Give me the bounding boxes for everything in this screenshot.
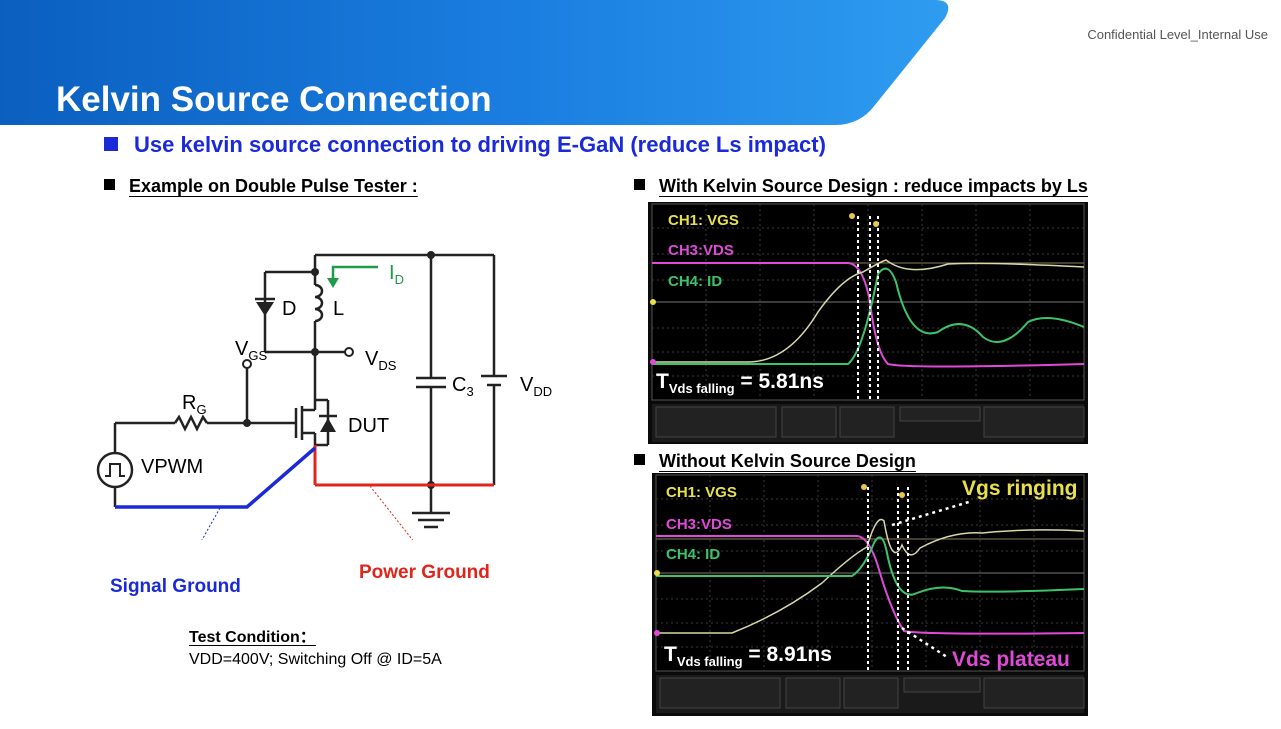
bottom-ch4-label: CH4: ID bbox=[666, 546, 721, 563]
top-ch3-label: CH3:VDS bbox=[668, 242, 734, 259]
label-vds: VDS bbox=[365, 348, 397, 373]
left-heading-text: Example on Double Pulse Tester : bbox=[129, 176, 418, 196]
test-condition: Test Condition： VDD=400V; Switching Off … bbox=[189, 627, 442, 671]
power-ground-label: Power Ground bbox=[359, 562, 490, 583]
bullet-square-icon bbox=[104, 179, 115, 190]
label-vdd: VDD bbox=[520, 374, 553, 399]
annotation-vds-plateau: Vds plateau bbox=[952, 648, 1070, 671]
bottom-ch1-label: CH1: VGS bbox=[666, 484, 737, 501]
confidential-label: Confidential Level_Internal Use bbox=[1087, 27, 1268, 42]
bullet-square-icon bbox=[104, 137, 118, 151]
label-rg: RG bbox=[182, 392, 207, 417]
pulse-source-icon bbox=[96, 451, 134, 489]
label-c3: C3 bbox=[452, 374, 474, 399]
bottom-scope-heading: Without Kelvin Source Design bbox=[634, 451, 916, 472]
bullet-square-icon bbox=[634, 179, 645, 190]
top-t-vds-falling: TVds falling = 5.81ns bbox=[656, 370, 824, 397]
bullet-square-icon bbox=[634, 454, 645, 465]
top-scope-heading-text: With Kelvin Source Design : reduce impac… bbox=[659, 176, 1088, 196]
bottom-scope-heading-text: Without Kelvin Source Design bbox=[659, 451, 916, 471]
scope-top: CH1: VGS CH3:VDS CH4: ID TVds falling = … bbox=[648, 202, 1088, 444]
page-title: Kelvin Source Connection bbox=[56, 80, 492, 119]
test-condition-title: Test Condition： bbox=[189, 629, 316, 646]
top-ch4-label: CH4: ID bbox=[668, 273, 723, 290]
title-banner bbox=[0, 0, 949, 125]
label-vgs: VGS bbox=[235, 338, 268, 363]
label-dut: DUT bbox=[348, 415, 390, 437]
main-bullet: Use kelvin source connection to driving … bbox=[104, 132, 826, 158]
bottom-ch3-label: CH3:VDS bbox=[666, 516, 732, 533]
top-scope-heading: With Kelvin Source Design : reduce impac… bbox=[634, 176, 1088, 197]
main-bullet-text: Use kelvin source connection to driving … bbox=[134, 132, 826, 157]
body-diode-icon bbox=[320, 418, 336, 432]
double-pulse-circuit bbox=[96, 251, 507, 540]
annotation-vgs-ringing: Vgs ringing bbox=[962, 477, 1078, 500]
label-diode: D bbox=[282, 298, 297, 320]
test-condition-text: VDD=400V; Switching Off @ ID=5A bbox=[189, 651, 442, 668]
diode-icon bbox=[256, 302, 274, 316]
scope-bottom: CH1: VGS CH3:VDS CH4: ID TVds falling = … bbox=[652, 473, 1088, 716]
label-id: ID bbox=[389, 262, 404, 287]
top-ch1-label: CH1: VGS bbox=[668, 212, 739, 229]
label-vpwm: VPWM bbox=[141, 456, 204, 478]
bottom-t-vds-falling: TVds falling = 8.91ns bbox=[664, 643, 832, 670]
left-heading: Example on Double Pulse Tester : bbox=[104, 176, 418, 197]
label-inductor: L bbox=[333, 298, 345, 320]
signal-ground-label: Signal Ground bbox=[110, 576, 241, 597]
